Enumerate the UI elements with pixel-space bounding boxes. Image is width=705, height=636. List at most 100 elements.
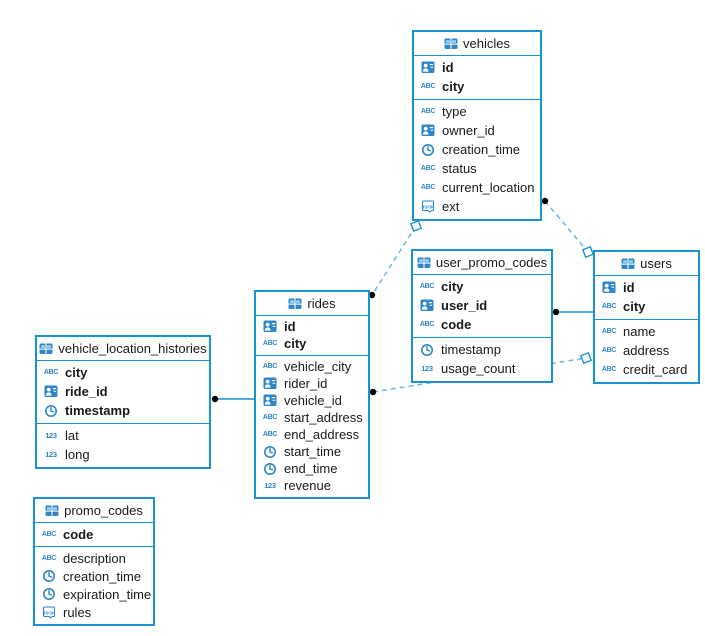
timestamp-icon bbox=[419, 143, 437, 157]
column-name: id bbox=[623, 280, 635, 295]
column-name: lat bbox=[65, 428, 79, 443]
uuid-icon bbox=[419, 61, 437, 74]
column-creation_time: creation_time bbox=[414, 140, 540, 159]
string-icon: ABC bbox=[601, 303, 617, 310]
uuid-icon bbox=[419, 124, 437, 137]
column-name: revenue bbox=[284, 478, 331, 493]
column-name: timestamp bbox=[65, 403, 131, 418]
column-name: start_address bbox=[284, 410, 363, 425]
column-name: ext bbox=[442, 199, 460, 214]
column-name: city bbox=[623, 299, 646, 314]
column-timestamp: timestamp bbox=[37, 401, 209, 420]
column-name: start_time bbox=[284, 444, 342, 459]
table-header-users[interactable]: users bbox=[595, 252, 698, 276]
json-icon: JSON bbox=[40, 605, 58, 619]
column-name: rider_id bbox=[284, 376, 328, 391]
string-icon: ABC bbox=[419, 283, 435, 290]
column-owner_id: owner_id bbox=[414, 121, 540, 140]
column-end_time: end_time bbox=[256, 460, 368, 477]
timestamp-icon bbox=[261, 462, 279, 476]
table-icon bbox=[621, 258, 635, 270]
column-name: vehicle_id bbox=[284, 393, 342, 408]
column-name: type bbox=[442, 104, 467, 119]
string-icon: ABC bbox=[262, 431, 278, 438]
relation-line-vehicles-rides bbox=[371, 225, 417, 296]
string-icon: ABC bbox=[601, 328, 617, 335]
column-name: city bbox=[284, 336, 307, 351]
table-header-promo_codes[interactable]: promo_codes bbox=[35, 499, 153, 523]
column-type: ABC type bbox=[414, 102, 540, 121]
number-icon: 123 bbox=[45, 449, 57, 459]
string-icon: ABC bbox=[262, 340, 278, 347]
relation-square-marker bbox=[409, 219, 423, 233]
table-header-vehicles[interactable]: vehicles bbox=[414, 32, 540, 56]
relation-square-marker bbox=[581, 245, 595, 259]
number-icon: 123 bbox=[264, 480, 276, 490]
column-ride_id: ride_id bbox=[37, 382, 209, 401]
table-title: users bbox=[640, 256, 672, 271]
uuid-icon bbox=[600, 281, 618, 294]
timestamp-icon bbox=[42, 404, 60, 418]
column-name: expiration_time bbox=[63, 586, 152, 602]
column-id: id bbox=[256, 318, 368, 335]
column-name: city bbox=[442, 79, 465, 94]
relation-square-marker bbox=[579, 351, 593, 365]
table-header-user_promo_codes[interactable]: user_promo_codes bbox=[413, 251, 551, 275]
column-end_address: ABC end_address bbox=[256, 426, 368, 443]
timestamp-icon bbox=[418, 343, 436, 357]
string-icon: ABC bbox=[601, 366, 617, 373]
relation-dot-marker bbox=[541, 197, 549, 205]
column-creation_time: creation_time bbox=[35, 567, 153, 585]
column-city: ABC city bbox=[414, 77, 540, 96]
string-icon: ABC bbox=[419, 321, 435, 328]
table-title: promo_codes bbox=[64, 503, 143, 518]
string-icon: ABC bbox=[41, 554, 57, 562]
column-vehicle_id: vehicle_id bbox=[256, 392, 368, 409]
column-long: 123 long bbox=[37, 445, 209, 464]
number-icon: 123 bbox=[421, 363, 433, 373]
table-icon bbox=[45, 505, 59, 517]
table-title: rides bbox=[307, 296, 336, 311]
table-title: vehicle_location_histories bbox=[58, 341, 207, 356]
column-name: id bbox=[442, 60, 454, 75]
column-name: city bbox=[441, 279, 464, 294]
table-header-vehicle_location_histories[interactable]: vehicle_location_histories bbox=[37, 337, 209, 361]
string-icon: ABC bbox=[420, 83, 436, 90]
table-header-rides[interactable]: rides bbox=[256, 292, 368, 316]
string-icon: ABC bbox=[420, 165, 436, 172]
column-name: long bbox=[65, 447, 90, 462]
string-icon: ABC bbox=[420, 108, 436, 115]
column-name: ride_id bbox=[65, 384, 108, 399]
string-icon: ABC bbox=[420, 184, 436, 191]
column-name: name bbox=[623, 324, 656, 339]
table-title: user_promo_codes bbox=[435, 255, 548, 270]
column-city: ABC city bbox=[595, 297, 698, 316]
number-icon: 123 bbox=[45, 430, 57, 440]
uuid-icon bbox=[418, 299, 436, 312]
column-name: end_address bbox=[284, 427, 360, 442]
column-name: creation_time bbox=[442, 142, 521, 157]
